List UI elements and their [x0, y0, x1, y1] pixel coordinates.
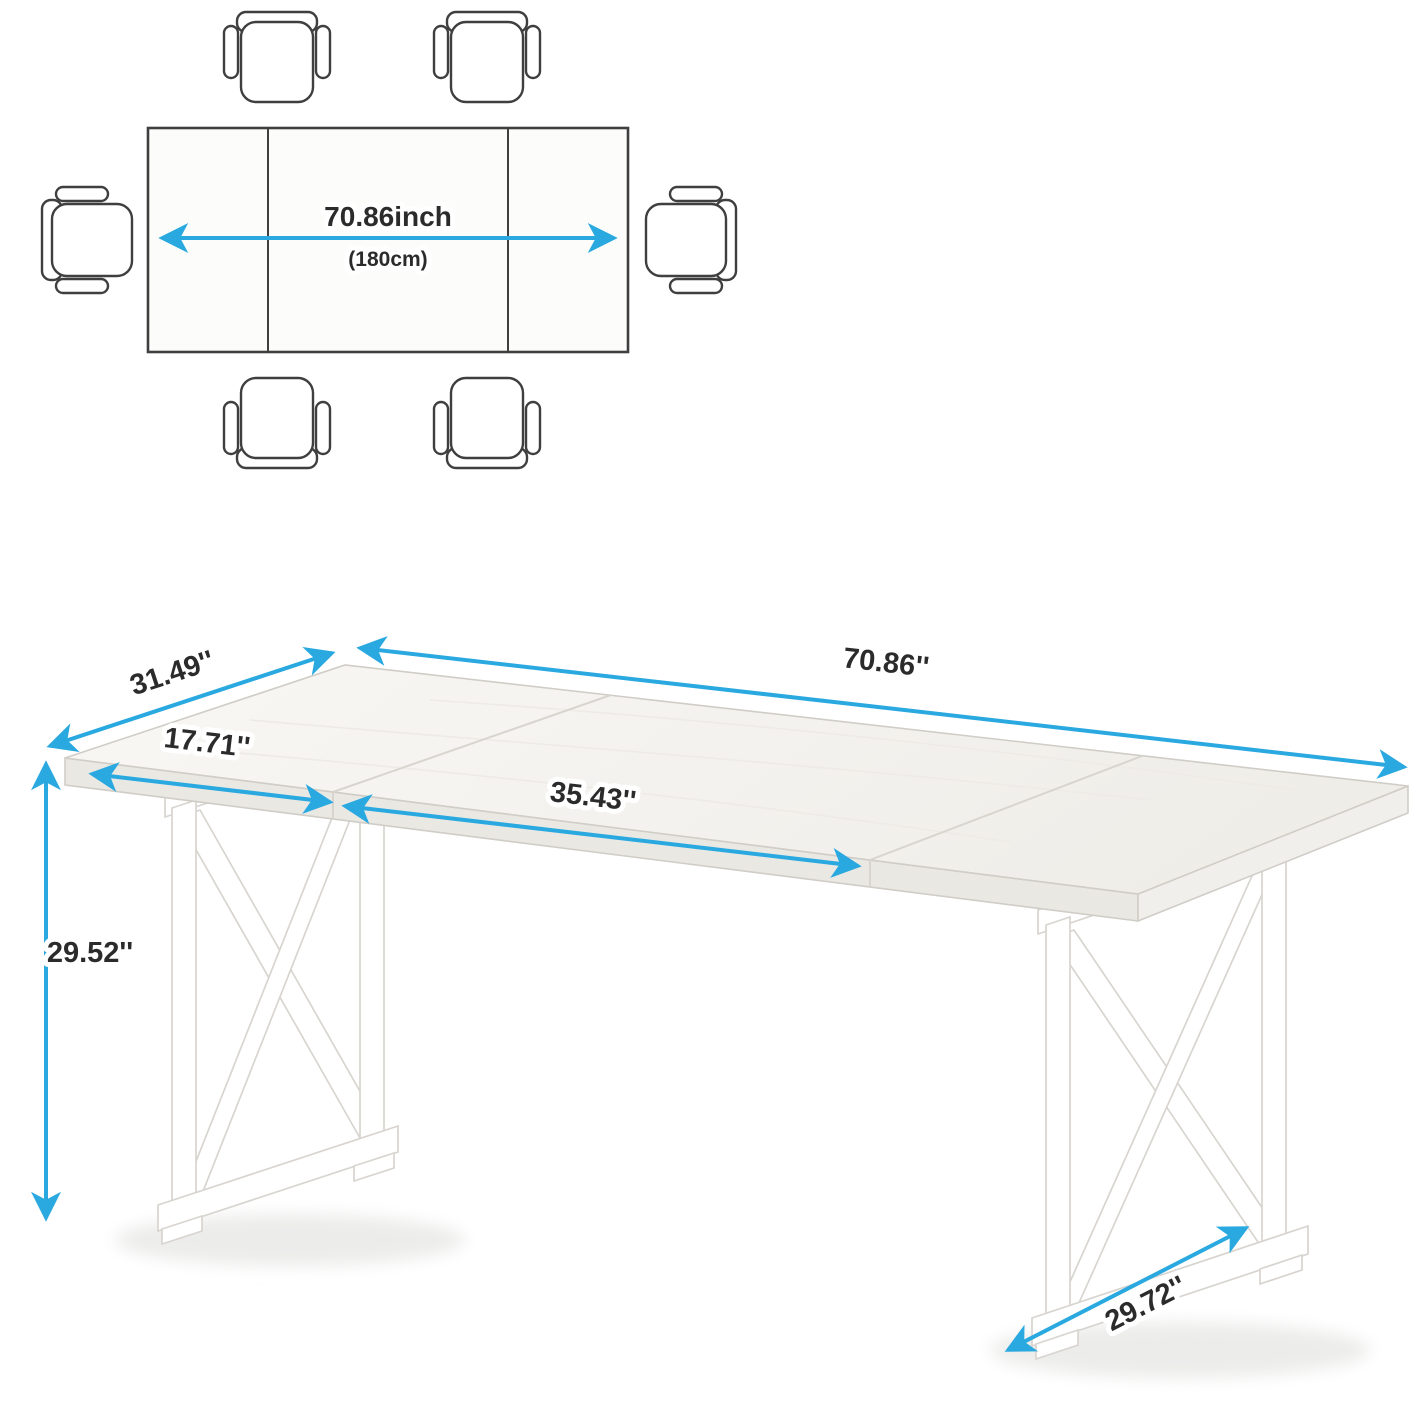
- end-leaf-arrow: [88, 762, 334, 814]
- left-leg-foot-pad-front: [161, 1214, 203, 1246]
- top-view-length-metric-label: (180cm): [348, 248, 427, 271]
- chair-left-icon: [40, 185, 134, 295]
- left-leg-front-post: [171, 798, 197, 1218]
- center-section-arrow: [341, 794, 862, 878]
- left-leg-foot-pad-back: [353, 1151, 395, 1183]
- table-perspective-view: 31.49'' 70.86'' 17.71'' 35.43'' 29.52'' …: [31, 636, 1409, 1378]
- length-arrow: [356, 636, 1408, 779]
- wood-grain-line: [179, 747, 1011, 843]
- left-leg-foot: [157, 1124, 399, 1233]
- chair-bottom-right-icon: [432, 376, 542, 470]
- height-label: 29.52'': [47, 937, 133, 969]
- chair-right-icon: [644, 185, 738, 295]
- right-leg-front-post: [1045, 915, 1071, 1330]
- top-view-length-label: 70.86inch: [324, 201, 452, 232]
- depth-arrow: [46, 646, 336, 753]
- right-leg-back-post: [1261, 842, 1287, 1257]
- chair-top-right-icon: [432, 10, 542, 104]
- leg-depth-arrow: [1004, 1226, 1250, 1352]
- top-view-diagram: 70.86inch (180cm): [40, 10, 738, 470]
- chair-top-left-icon: [222, 10, 332, 104]
- chair-bottom-left-icon: [222, 376, 332, 470]
- length-label: 70.86'': [841, 642, 930, 684]
- right-leg-foot-pad-back: [1259, 1253, 1303, 1286]
